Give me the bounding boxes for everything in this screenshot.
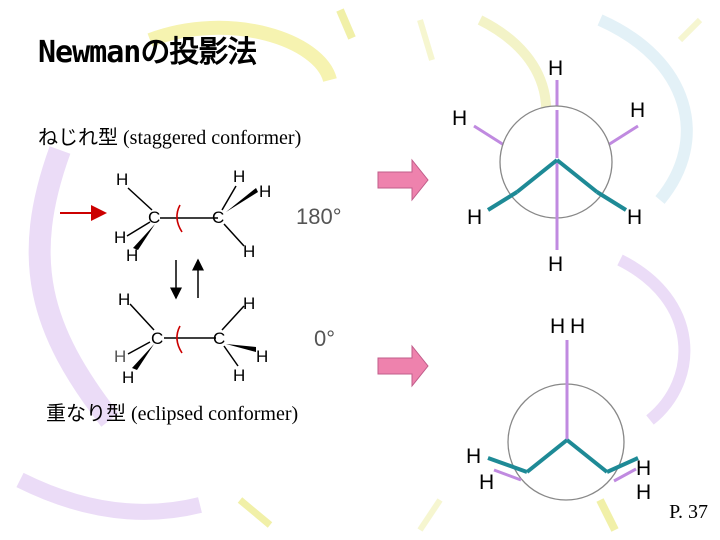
newman-hydrogen-back: H [627, 206, 643, 229]
newman-eclipsed [487, 340, 639, 501]
atom-hydrogen: H [118, 290, 131, 309]
staggered-ethane-structure [126, 185, 258, 250]
atom-hydrogen: H [114, 228, 127, 247]
pink-arrow-eclipsed [377, 344, 429, 388]
atom-carbon: C [213, 329, 226, 348]
atom-hydrogen: H [243, 242, 256, 261]
atom-hydrogen: H [116, 170, 129, 189]
newman-hydrogen-front: H [630, 99, 646, 122]
atom-carbon: C [212, 208, 225, 227]
slide-title: Newmanの投影法 [38, 35, 257, 70]
pink-arrow-staggered [377, 158, 429, 202]
newman-hydrogen-pair: H [636, 481, 652, 504]
atom-hydrogen: H [114, 347, 127, 366]
newman-hydrogen-front: H [452, 107, 468, 130]
angle-staggered: 180° [296, 204, 342, 229]
atom-hydrogen: H [126, 246, 139, 265]
newman-hydrogen-back: H [467, 206, 483, 229]
atom-hydrogen: H [233, 167, 246, 186]
newman-hydrogen-pair: H [570, 315, 586, 338]
staggered-label: ねじれ型 (staggered conformer) [38, 127, 302, 149]
atom-hydrogen: H [122, 368, 135, 387]
atom-carbon: C [148, 208, 161, 227]
atom-hydrogen: H [233, 366, 246, 385]
atom-hydrogen: H [243, 294, 256, 313]
eclipsed-ethane-structure [127, 303, 256, 370]
eclipsed-label: 重なり型 (eclipsed conformer) [46, 403, 299, 425]
newman-hydrogen-back: H [548, 253, 564, 276]
newman-hydrogen-pair: H [479, 471, 495, 494]
atom-carbon: C [151, 329, 164, 348]
newman-hydrogen-pair: H [466, 445, 482, 468]
newman-staggered [473, 80, 639, 250]
page-number: P. 37 [669, 501, 708, 523]
newman-hydrogen-front: H [548, 57, 564, 80]
newman-hydrogen-pair: H [550, 315, 566, 338]
atom-hydrogen: H [259, 182, 272, 201]
angle-eclipsed: 0° [314, 326, 336, 351]
atom-hydrogen: H [256, 347, 269, 366]
newman-hydrogen-pair: H [636, 457, 652, 480]
